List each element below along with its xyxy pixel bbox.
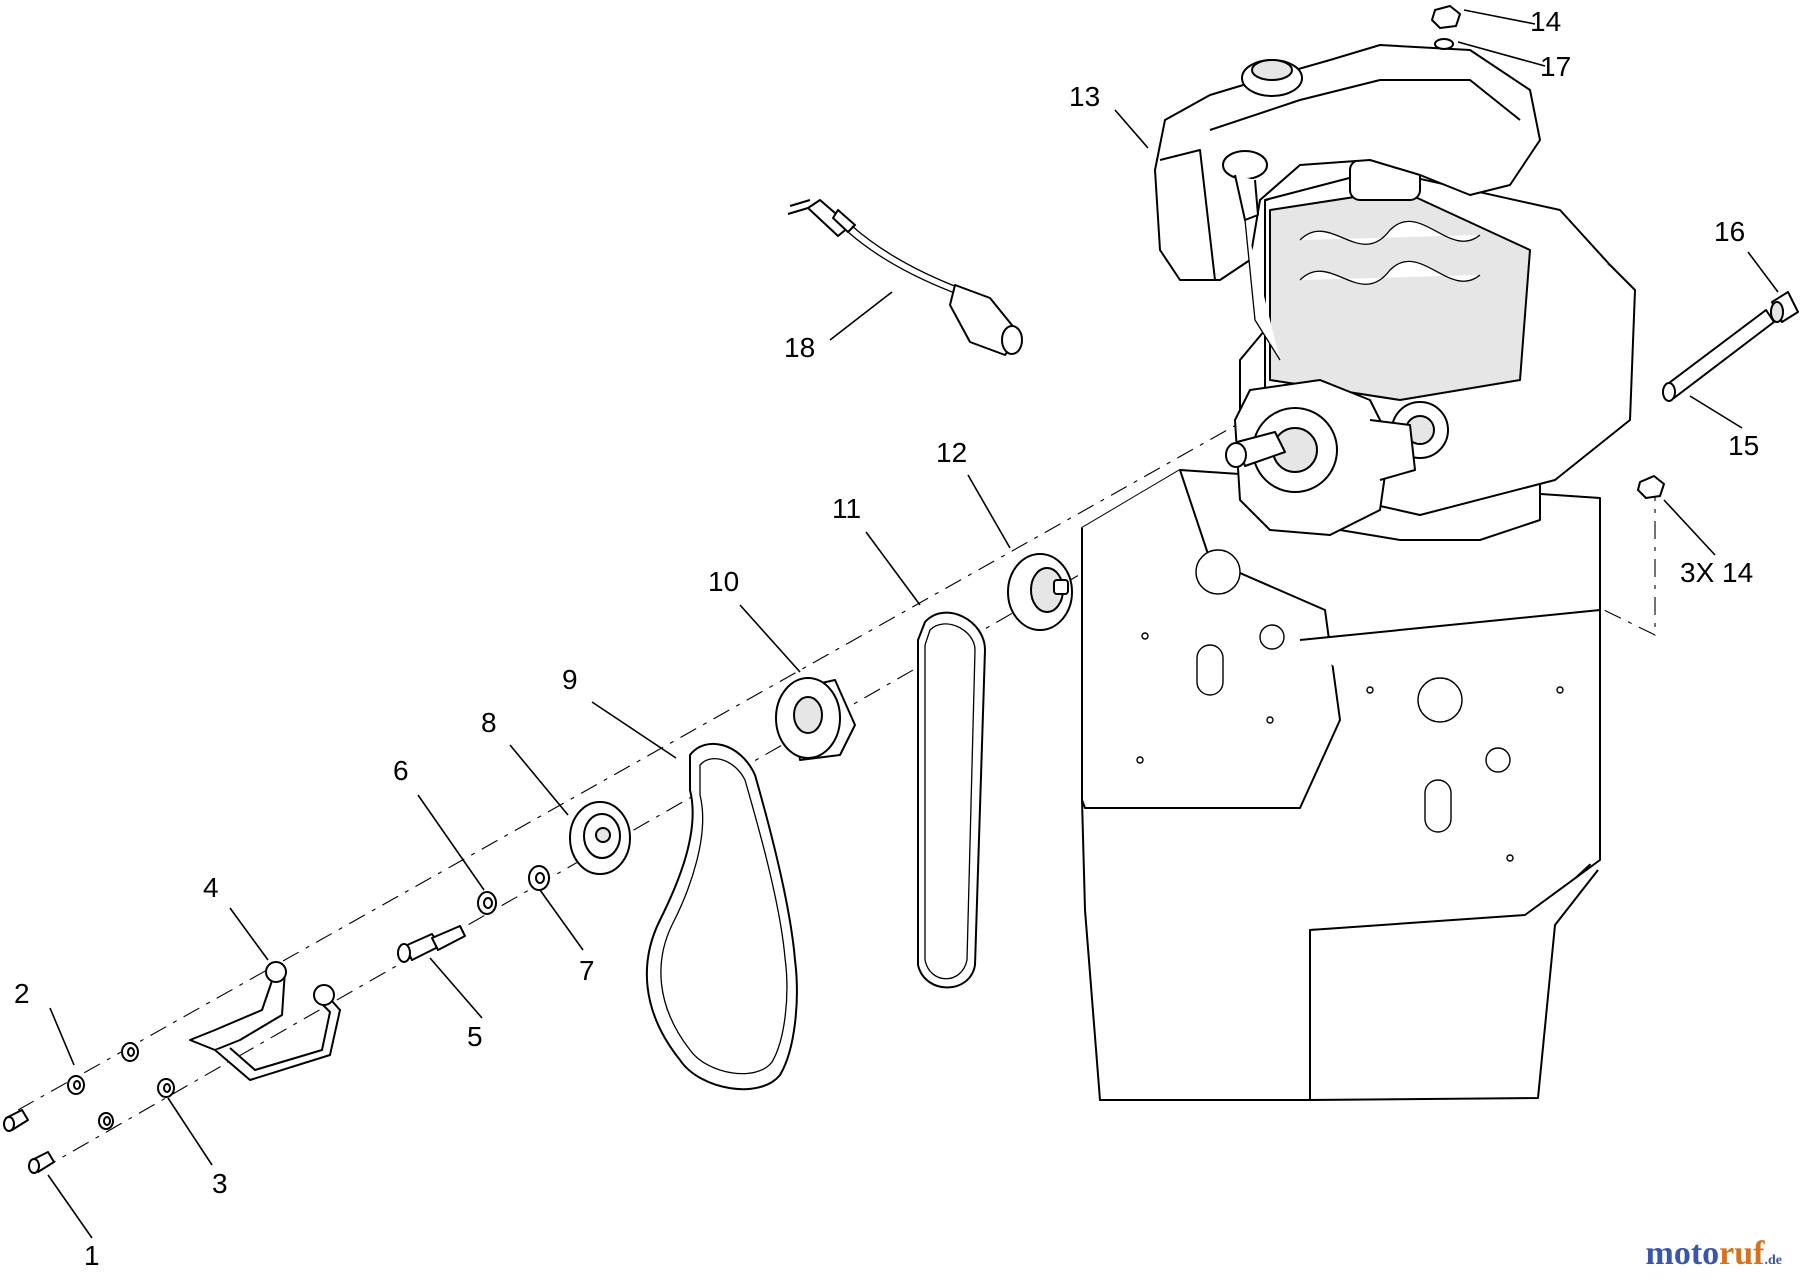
extension-cord — [787, 199, 1023, 356]
watermark: motoruf.de — [1646, 1235, 1782, 1273]
leader-lines — [47, 9, 1779, 1239]
callout-4: 4 — [203, 872, 219, 903]
washer-2b — [121, 1042, 139, 1062]
washer-2 — [67, 1075, 85, 1095]
washer-7 — [528, 865, 550, 891]
spacer — [1770, 291, 1799, 323]
callout-10: 10 — [708, 566, 739, 597]
shaft — [1662, 309, 1775, 402]
callout-3x14: 3X 14 — [1680, 557, 1753, 588]
callout-11: 11 — [832, 493, 861, 524]
callout-7: 7 — [579, 955, 595, 986]
callout-14: 14 — [1530, 6, 1561, 37]
washer-3 — [157, 1078, 175, 1098]
housing-plates — [1081, 469, 1601, 1101]
callout-1: 1 — [84, 1240, 100, 1271]
callout-2: 2 — [14, 978, 30, 1009]
nut-top — [1431, 5, 1461, 29]
belt-9 — [645, 742, 798, 1091]
callout-17: 17 — [1540, 51, 1571, 82]
callout-13: 13 — [1069, 81, 1100, 112]
idler-pulley-8 — [569, 801, 631, 875]
callout-8: 8 — [481, 707, 497, 738]
callout-18: 18 — [784, 332, 815, 363]
engine — [1225, 159, 1636, 541]
nut-3x — [1637, 475, 1665, 499]
screw-1a — [3, 1109, 29, 1132]
washer-6 — [477, 891, 497, 915]
callout-5: 5 — [467, 1021, 483, 1052]
washer-top — [1434, 38, 1454, 50]
callout-9: 9 — [562, 664, 578, 695]
watermark-part-b: ruf — [1719, 1235, 1765, 1272]
watermark-part-c: .de — [1764, 1253, 1783, 1268]
callout-15: 15 — [1728, 430, 1759, 461]
callout-3: 3 — [212, 1168, 228, 1199]
watermark-part-a: moto — [1645, 1235, 1720, 1272]
callout-6: 6 — [393, 755, 409, 786]
bracket-4 — [189, 961, 341, 1081]
screw-1b — [28, 1151, 55, 1174]
callout-16: 16 — [1714, 216, 1745, 247]
bolt-5 — [397, 925, 466, 963]
pulley-10 — [775, 677, 856, 761]
drive-belt-11 — [917, 611, 986, 989]
callout-12: 12 — [936, 437, 967, 468]
pulley-12 — [1007, 553, 1073, 631]
fuel-tank — [1154, 44, 1541, 361]
washer-3b — [98, 1112, 114, 1130]
